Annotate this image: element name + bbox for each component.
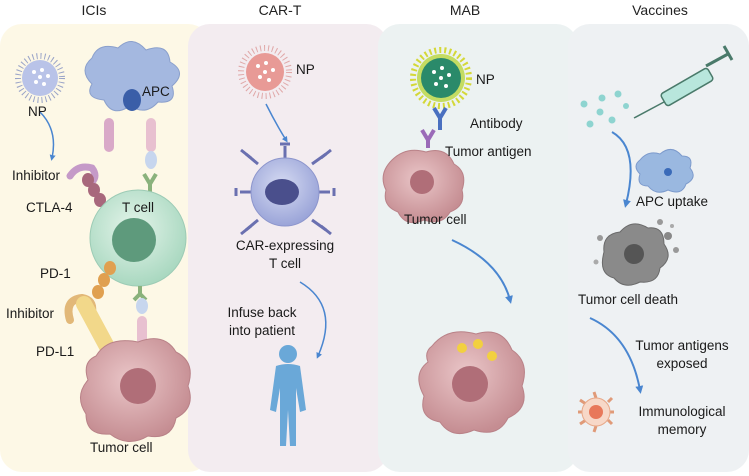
mhc-molecule [136, 298, 148, 314]
antigens-exposed-line2: exposed [656, 356, 708, 371]
car-t-cell [234, 142, 336, 236]
cart-arrow-infuse [299, 281, 327, 359]
icis-np-label: NP [28, 104, 47, 119]
tcr-receptor [132, 286, 148, 302]
apc-uptake-label: APC uptake [636, 194, 709, 209]
header-vaccines: Vaccines [632, 2, 688, 18]
cart-arrow-np [265, 103, 288, 143]
pd1-label: PD-1 [40, 266, 71, 281]
header-mab: MAB [449, 2, 481, 18]
ctla4-receptor [82, 173, 106, 207]
tumor-antigen-label: Tumor antigen [445, 144, 532, 159]
icis-tumor-cell [80, 338, 191, 442]
vaccine-arrow [589, 317, 644, 394]
antibody-label: Antibody [470, 116, 523, 131]
mhc-molecule [145, 151, 157, 169]
header-cart: CAR-T [258, 2, 302, 18]
mab-nanoparticle [410, 47, 472, 109]
vaccine-particles [580, 90, 629, 128]
mab-tumor-cell [382, 149, 465, 224]
apc-receptor [146, 118, 156, 152]
icis-arrow-np [39, 111, 56, 161]
inhibitor-label: Inhibitor [12, 168, 61, 183]
mab-arrow [451, 239, 513, 304]
tcell-label: T cell [122, 200, 155, 215]
mab-tumor-cell-label: Tumor cell [404, 212, 467, 227]
human-body-icon [270, 345, 306, 446]
mab-np-label: NP [476, 72, 495, 87]
inhibitor-icon [66, 163, 99, 186]
car-label-line1: CAR-expressing [235, 238, 335, 253]
apc-label: APC [142, 84, 170, 99]
syringe-icon [633, 45, 734, 119]
pd1-receptor [92, 261, 116, 299]
icis-tumor-cell-label: Tumor cell [90, 440, 153, 455]
infuse-label-line1: Infuse back [227, 305, 297, 320]
antigens-exposed-line1: Tumor antigens [635, 338, 729, 353]
apc-cell [84, 41, 180, 112]
vaccine-apc-cell [635, 149, 694, 193]
cart-nanoparticle [238, 45, 292, 99]
ctla4-label: CTLA-4 [26, 200, 73, 215]
apc-receptor [104, 118, 114, 152]
tumor-cell-death-label: Tumor cell death [578, 292, 679, 307]
mab-targeted-tumor-cell [418, 331, 525, 435]
vaccine-arrow [611, 131, 632, 208]
tumor-antigen-icon [420, 128, 436, 148]
dying-tumor-cell [593, 219, 679, 286]
memory-label-line2: memory [657, 422, 707, 437]
memory-cell [578, 391, 614, 433]
t-cell [89, 189, 187, 287]
pdl1-label: PD-L1 [36, 344, 75, 359]
memory-label-line1: Immunological [638, 404, 726, 419]
infuse-label-line2: into patient [228, 323, 296, 338]
inhibitor-label: Inhibitor [6, 306, 55, 321]
car-label-line2: T cell [268, 256, 301, 271]
icis-nanoparticle [15, 53, 65, 103]
header-icis: ICIs [81, 2, 107, 18]
cart-np-label: NP [296, 62, 315, 77]
antibody-icon [432, 106, 448, 130]
